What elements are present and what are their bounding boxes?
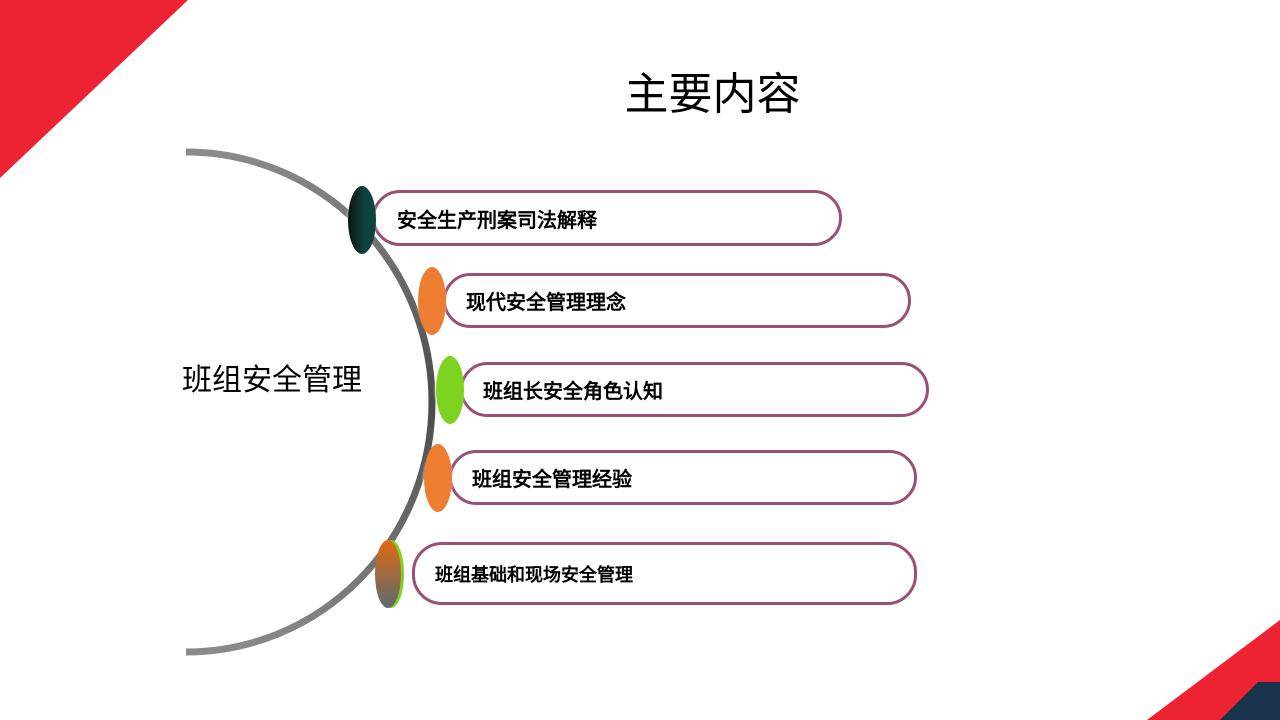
item-pill-5[interactable]: 班组基础和现场安全管理: [412, 542, 917, 605]
item-label: 现代安全管理理念: [466, 290, 626, 314]
item-label: 安全生产刑案司法解释: [397, 207, 597, 232]
item-label: 班组基础和现场安全管理: [435, 564, 633, 586]
page-title: 主要内容: [624, 69, 801, 120]
item-label: 班组长安全角色认知: [483, 379, 663, 403]
center-label: 班组安全管理: [182, 363, 362, 398]
item-pill-1[interactable]: 安全生产刑案司法解释: [372, 190, 842, 246]
corner-shape-navy: [1220, 682, 1280, 720]
corner-triangle-top-left: [0, 0, 188, 178]
item-pill-4[interactable]: 班组安全管理经验: [449, 450, 917, 505]
item-pill-3[interactable]: 班组长安全角色认知: [460, 362, 929, 417]
item-pill-2[interactable]: 现代安全管理理念: [443, 273, 911, 328]
item-label: 班组安全管理经验: [472, 467, 632, 491]
semicircle-arc: [185, 148, 436, 656]
